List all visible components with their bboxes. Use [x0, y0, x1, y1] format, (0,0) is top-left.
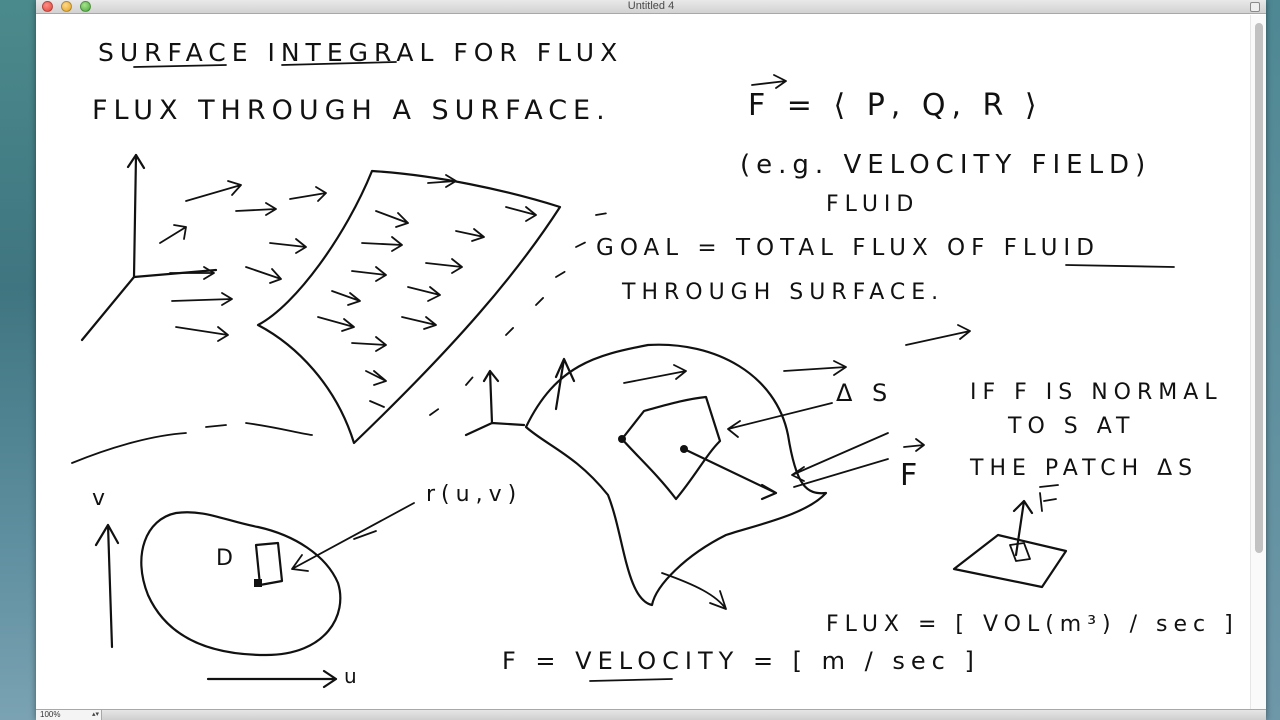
zoom-value: 100%: [40, 710, 61, 719]
zoom-icon[interactable]: [80, 1, 91, 12]
vector-arrow-mark: [751, 74, 787, 89]
small-normal-arrow: [1012, 499, 1034, 557]
note-if-2: TO S AT: [1007, 414, 1136, 439]
vertical-scrollbar[interactable]: [1250, 15, 1266, 709]
axis-middle: [464, 369, 526, 437]
fluid-underline: [1065, 264, 1175, 268]
notes-window: Untitled 4 SURFACE INTEGRAL FOR FLUX FLU…: [36, 0, 1266, 720]
flow-arrow-bottom: [661, 572, 727, 610]
mapping-arrow: [291, 502, 415, 572]
flow-arrows-left: [159, 174, 537, 408]
flux-equation: FLUX = [ VOL(m³) / sec ] = F: [826, 612, 1250, 637]
note-fluid: FLUID: [826, 192, 919, 217]
v-axis: [94, 523, 120, 649]
patch-corner-dot: [618, 435, 626, 443]
f-pointers: [791, 432, 889, 488]
title-bar[interactable]: Untitled 4: [36, 0, 1266, 14]
axis-left: [80, 153, 138, 342]
surface-left: [256, 169, 562, 445]
drawing-canvas[interactable]: SURFACE INTEGRAL FOR FLUX FLUX THROUGH A…: [36, 15, 1250, 709]
note-if-1: IF F IS NORMAL: [970, 380, 1223, 405]
velocity-equation: F = VELOCITY = [ m / sec ]: [502, 647, 980, 675]
label-d: D: [216, 546, 239, 571]
desktop-background-left: [0, 0, 36, 720]
minimize-icon[interactable]: [61, 1, 72, 12]
normal-arrow: [682, 447, 778, 501]
label-u: u: [344, 664, 363, 688]
delta-s-pointer: [727, 402, 833, 438]
note-goal-2: THROUGH SURFACE.: [621, 280, 944, 305]
domain-patch: [254, 541, 284, 587]
status-bar: 100% ▴▾: [36, 709, 1266, 720]
flow-arrows-middle: [623, 324, 971, 384]
domain-patch-dot: [254, 579, 262, 587]
domain-d: [140, 511, 342, 657]
note-example: (e.g. VELOCITY FIELD): [740, 150, 1151, 180]
note-field-def: F = ⟨ P, Q, R ⟩: [748, 88, 1043, 123]
label-v: v: [92, 486, 111, 511]
surface-middle-peak: [554, 357, 576, 411]
note-goal-1: GOAL = TOTAL FLUX OF FLUID: [596, 235, 1100, 261]
note-if-3: THE PATCH ΔS: [969, 456, 1198, 481]
velocity-underline: [589, 678, 673, 682]
title-underline: [133, 61, 397, 68]
surface-patch: [620, 395, 722, 501]
f-vector-mark: [903, 438, 925, 452]
small-patch-square: [1009, 542, 1031, 562]
axis-left-lines: [126, 153, 218, 279]
zoom-select[interactable]: 100%: [36, 710, 102, 720]
fullscreen-icon[interactable]: [1250, 2, 1260, 12]
scroll-thumb[interactable]: [1255, 23, 1263, 553]
window-title: Untitled 4: [627, 0, 675, 12]
label-r-uv: r(u,v): [426, 482, 522, 507]
desktop-background-right: [1266, 0, 1280, 720]
dashed-edge: [429, 212, 609, 416]
mapping-tick: [353, 530, 377, 540]
close-icon[interactable]: [42, 1, 53, 12]
handwritten-notes: SURFACE INTEGRAL FOR FLUX FLUX THROUGH A…: [71, 38, 1250, 689]
small-patch: [952, 533, 1068, 589]
label-delta-s: Δ S: [836, 379, 893, 407]
dashed-ground: [71, 422, 313, 464]
note-flux-line: FLUX THROUGH A SURFACE.: [92, 95, 611, 126]
surface-middle: [524, 343, 828, 607]
zoom-stepper-icon[interactable]: ▴▾: [92, 711, 100, 718]
small-f-label: [1039, 484, 1059, 512]
u-axis: [206, 669, 338, 689]
label-f: F: [900, 458, 923, 493]
